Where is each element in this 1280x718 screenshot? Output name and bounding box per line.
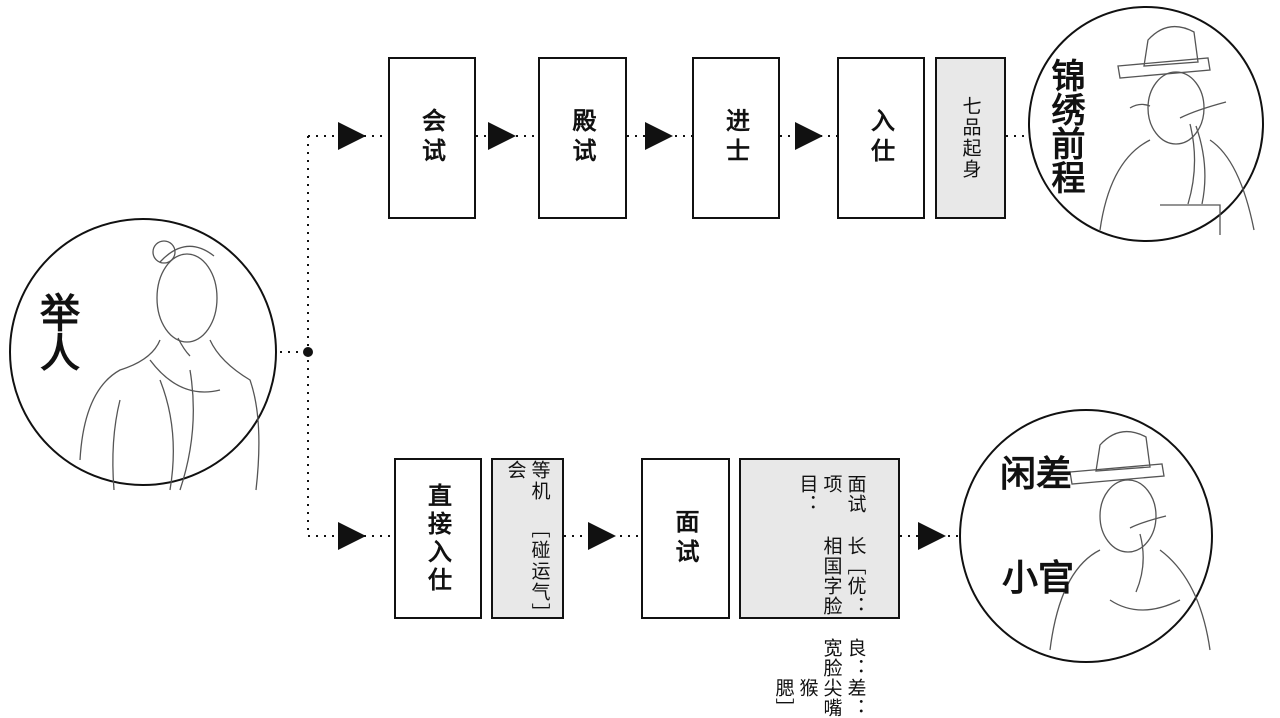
step-dianshi-label: 殿试 [568,108,597,168]
step-direct-rushi: 直接入仕 [394,458,482,619]
bottom-official-sketch [1049,430,1211,651]
step-mianshi: 面试 [641,458,730,619]
connector-layer [9,6,1264,663]
arrow-3 [645,122,673,150]
bottom-outcome-circle [959,409,1213,663]
note-wait-line2: ［碰运气］ [528,518,551,624]
arrow-5 [338,522,366,550]
arrows [338,122,946,550]
junction-dot [303,347,313,357]
note-wait: 等机会 ［碰运气］ [491,458,564,624]
step-jinshi: 进士 [692,57,780,219]
step-huishi: 会试 [388,57,476,219]
arrow-4 [795,122,823,150]
note-qipin: 七品起身 [935,57,1006,219]
scholar-portrait-icon [79,240,260,491]
note-interview-line1: 面试项目： [796,474,867,514]
note-interview-line2: 长相 [820,536,867,556]
step-rushi-label: 入仕 [866,108,896,168]
step-mianshi-label: 面试 [671,508,700,569]
note-wait-text: 等机会 ［碰运气］ [504,460,552,624]
top-outcome-label: 锦绣前程 [1045,58,1085,194]
note-wait-line1: 等机会 [504,460,551,502]
arrow-1 [338,122,366,150]
arrow-6 [588,522,616,550]
step-jinshi-label: 进士 [721,108,751,168]
flow-diagram: 举人 锦绣前程 闲差 小官 会试 殿试 进士 入仕 七品起身 直接入仕 等机会 … [9,6,1264,718]
note-interview-line5: 差：尖嘴猴腮］ [772,678,867,718]
step-direct-rushi-label: 直接入仕 [423,482,453,595]
note-interview: 面试项目： 长相 ［优：国字脸 良：宽脸 差：尖嘴猴腮］ [739,458,900,718]
top-official-sketch [1099,25,1255,235]
bottom-outcome-label-1: 闲差 [1000,453,1073,495]
bottom-outcome-label-2: 小官 [1002,557,1075,599]
step-rushi: 入仕 [837,57,925,219]
start-label: 举人 [33,292,80,372]
note-interview-text: 面试项目： 长相 ［优：国字脸 良：宽脸 差：尖嘴猴腮］ [772,474,868,718]
step-dianshi: 殿试 [538,57,627,219]
arrow-2 [488,122,516,150]
arrow-7 [918,522,946,550]
note-qipin-label: 七品起身 [959,96,982,180]
note-interview-line4: 良：宽脸 [820,638,867,678]
top-outcome-circle [1028,6,1264,242]
start-circle [9,218,277,486]
note-interview-line3: ［优：国字脸 [820,556,867,616]
step-huishi-label: 会试 [417,108,447,168]
